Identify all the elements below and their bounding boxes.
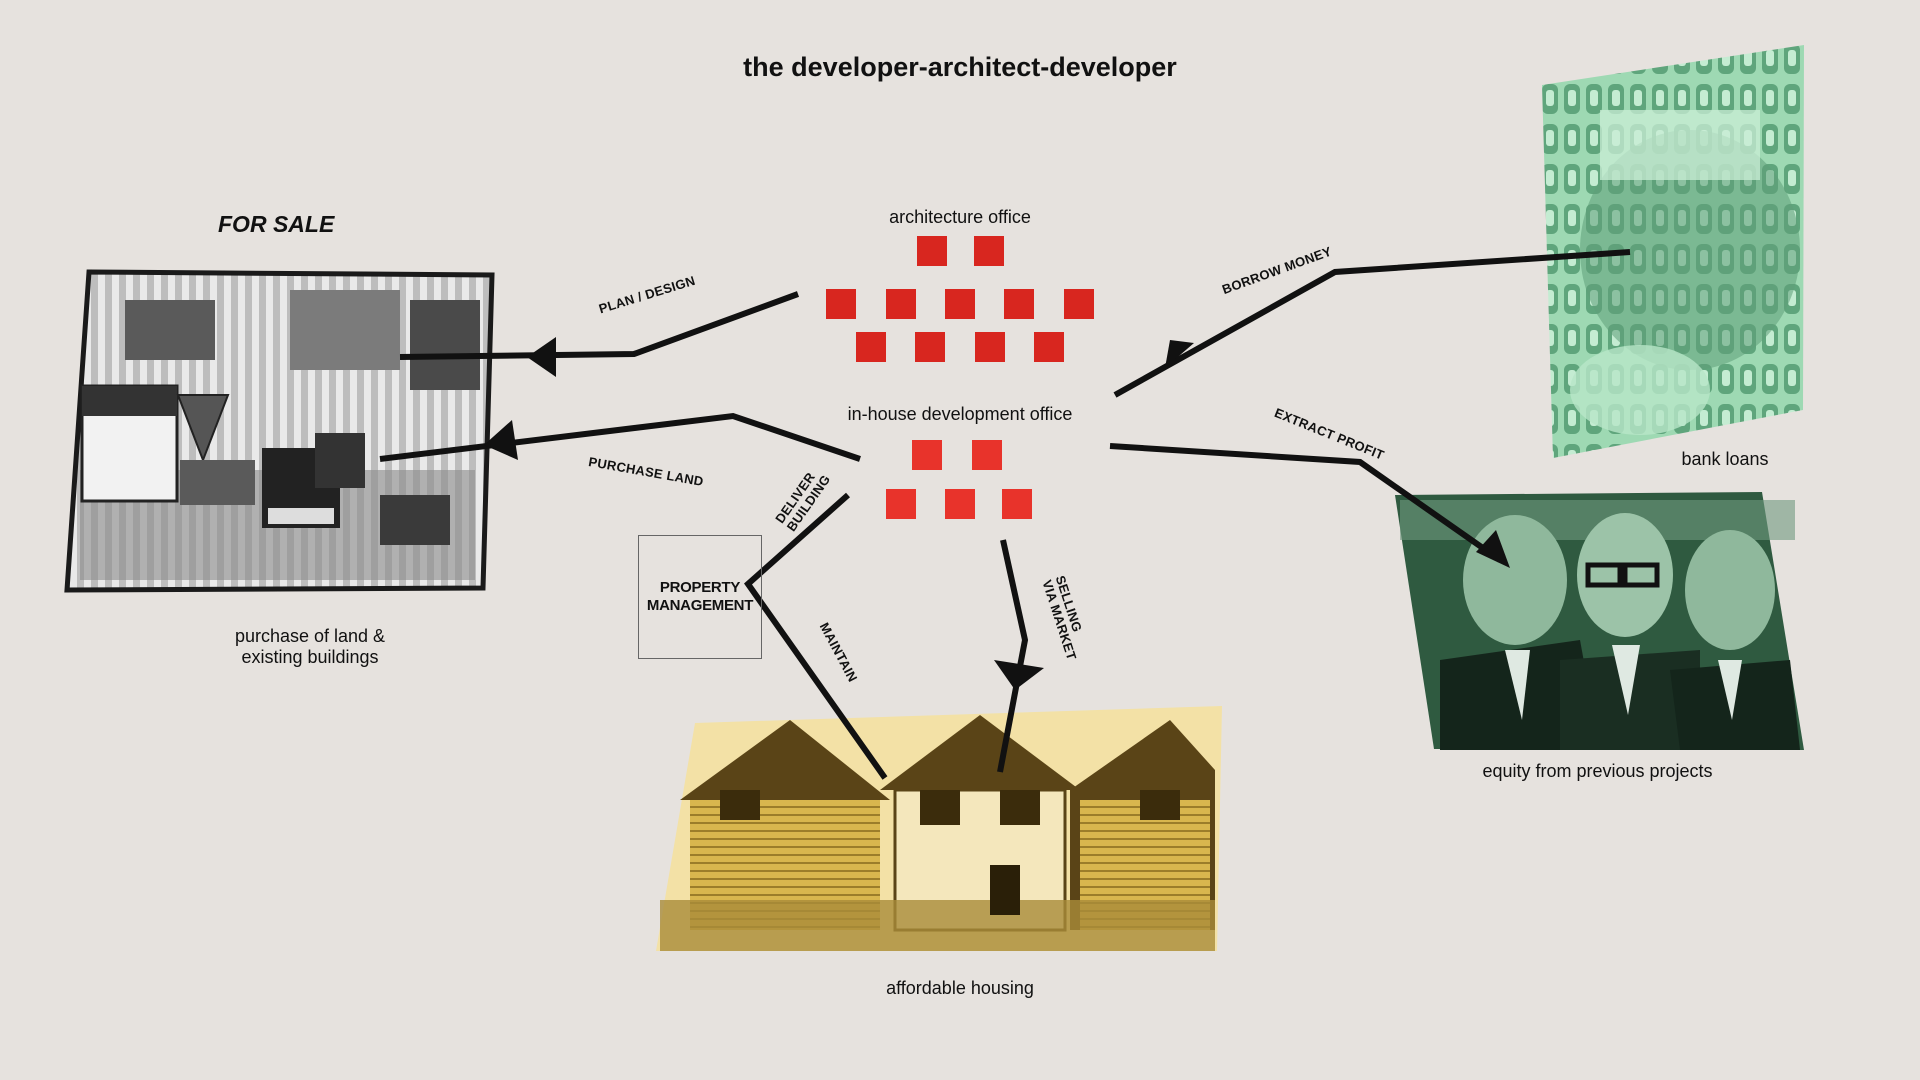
in-house-office-icon [886, 440, 1032, 519]
equity-caption: equity from previous projects [1482, 761, 1713, 781]
plan-design-arrow [399, 291, 800, 360]
selling-arrow [997, 539, 1029, 773]
architecture-office-icon [826, 236, 1094, 362]
extract-profit-arrowhead [1476, 530, 1510, 568]
sale-signs-photo [64, 269, 495, 593]
bank-loans-caption: bank loans [1681, 449, 1769, 469]
for-sale-label: FOR SALE [218, 211, 335, 237]
cash-in-hand-photo [1542, 45, 1804, 458]
plan-design-arrowhead [527, 337, 556, 377]
architecture-office-label: architecture office [889, 207, 1031, 227]
suburban-houses-photo [656, 706, 1222, 951]
property-management-box: PROPERTY MANAGEMENT [638, 535, 762, 659]
borrow-money-arrowhead [1165, 340, 1194, 368]
property-management-label: PROPERTY MANAGEMENT [646, 579, 754, 614]
affordable-housing-caption: affordable housing [886, 978, 1034, 998]
selling-arrowhead [994, 660, 1044, 690]
extract-profit-arrow [1109, 443, 1502, 563]
diagram-title: the developer-architect-developer [743, 52, 1177, 82]
purchase-land-arrowhead [484, 420, 518, 460]
in-house-office-label: in-house development office [847, 404, 1073, 424]
deliver-building-line [744, 492, 888, 780]
borrow-money-arrow [1113, 249, 1631, 398]
purchase-caption: purchase of land & existing buildings [234, 626, 386, 667]
